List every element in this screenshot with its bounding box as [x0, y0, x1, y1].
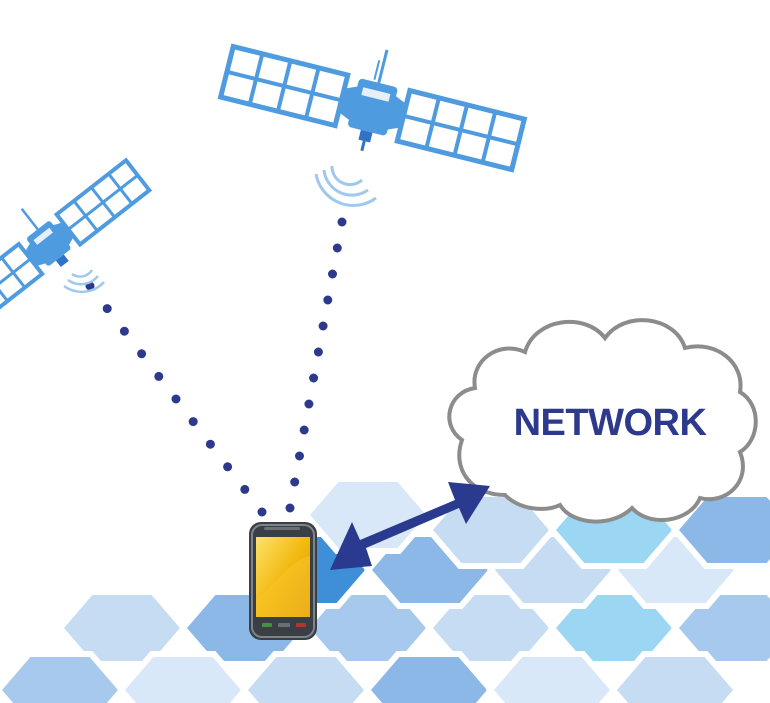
- link-dot: [323, 295, 333, 305]
- link-dot: [188, 417, 198, 427]
- network-label: NETWORK: [514, 402, 708, 444]
- link-dot: [299, 425, 309, 435]
- end-call-button: [296, 623, 306, 627]
- satellite-small-icon: [0, 157, 153, 331]
- signal-waves-small: [63, 269, 105, 294]
- satellite-large-icon: [217, 43, 528, 173]
- solar-panel-right: [385, 87, 528, 173]
- link-dot: [223, 462, 233, 472]
- solar-panel-left: [217, 43, 360, 129]
- link-dot: [240, 484, 250, 494]
- satellite-body: [27, 221, 71, 266]
- link-dot: [102, 304, 112, 314]
- home-button: [278, 623, 290, 627]
- link-dot: [309, 373, 319, 383]
- link-dot: [328, 269, 337, 279]
- link-dot: [257, 507, 267, 517]
- double-arrow-icon: [330, 482, 490, 570]
- satellite-link-right: [285, 217, 347, 513]
- link-dot: [337, 217, 347, 227]
- satellite-link-left: [85, 281, 267, 517]
- solar-panel-right: [52, 157, 153, 248]
- link-dot: [137, 349, 147, 359]
- link-dot: [313, 347, 323, 357]
- link-dot: [119, 326, 129, 336]
- link-dot: [290, 477, 300, 487]
- link-dot: [304, 399, 314, 409]
- call-button: [262, 623, 272, 627]
- link-dot: [318, 321, 328, 331]
- link-dot: [171, 394, 181, 404]
- link-dot: [295, 451, 304, 461]
- network-cloud-icon: NETWORK: [447, 318, 758, 524]
- smartphone-icon: [249, 522, 317, 640]
- link-dot: [285, 503, 295, 513]
- hex-cell: [609, 651, 741, 703]
- signal-waves-large: [314, 165, 377, 207]
- link-dot: [154, 371, 164, 381]
- link-dot: [332, 243, 342, 253]
- cell-grid: [0, 476, 770, 703]
- link-dot: [205, 439, 215, 449]
- solar-panel-left: [0, 241, 47, 331]
